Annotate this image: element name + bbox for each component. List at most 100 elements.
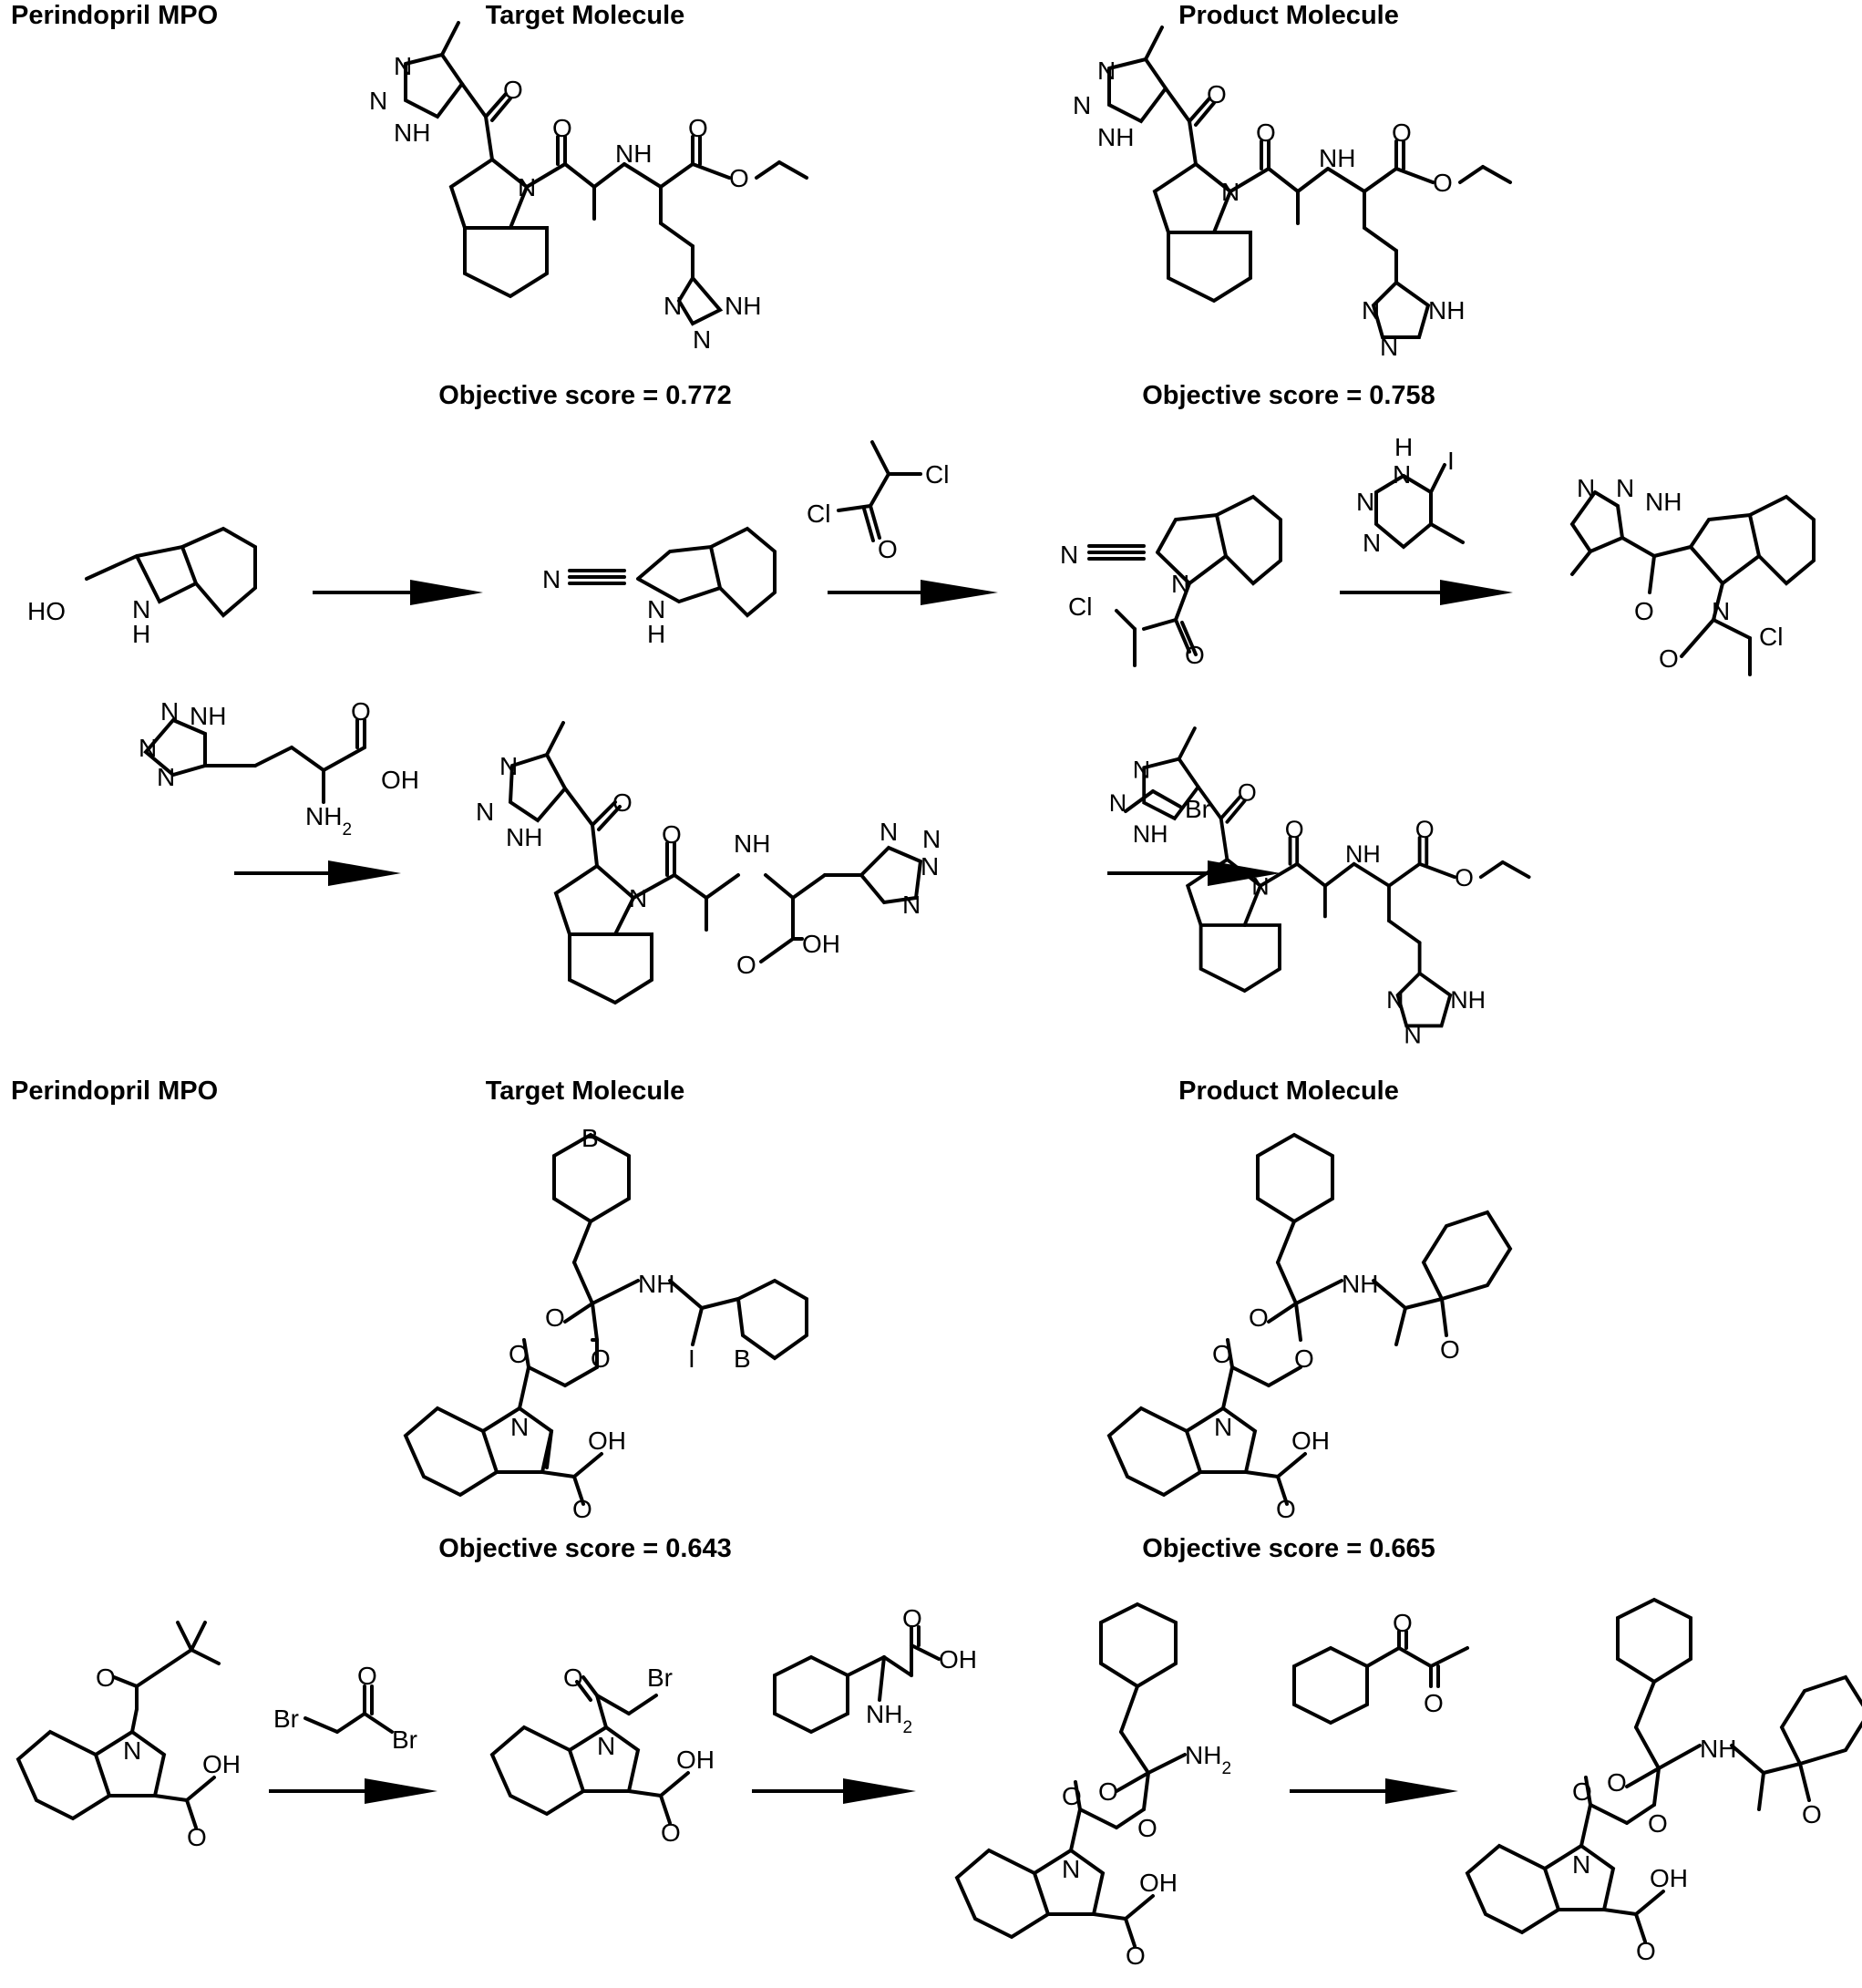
panel2-property-label: Perindopril MPO (11, 1076, 218, 1106)
atom-nh: NH (1097, 123, 1134, 151)
atom-n: N (1133, 757, 1150, 784)
atom-o: O (1433, 169, 1453, 197)
arrow (1290, 1778, 1458, 1804)
atom-n: N (1062, 1855, 1080, 1883)
atom-nh: N (902, 891, 921, 919)
atom-n: N (1221, 178, 1240, 206)
atom-oh: OH (939, 1645, 977, 1674)
atom-br: Br (392, 1725, 417, 1754)
atom-oh: OH (381, 766, 419, 794)
arrow (752, 1778, 916, 1804)
atom-o: O (1455, 864, 1474, 891)
panel1-route-step1: HO N H (27, 526, 257, 648)
atom-n: N (1362, 296, 1380, 324)
atom-o: O (1802, 1800, 1822, 1828)
reagent-phenylalanine: O OH NH2 (773, 1604, 977, 1737)
atom-nh: NH (638, 1270, 674, 1298)
atom-nh: NH (1319, 144, 1355, 172)
atom-o: O (1098, 1777, 1118, 1806)
atom-o: O (1648, 1809, 1668, 1838)
atom-o: O (545, 1303, 565, 1332)
atom-n: N (1380, 333, 1398, 361)
panel2-product-molecule: NH O O O O N OH O (1106, 1132, 1513, 1523)
atom-n: N (1572, 1850, 1590, 1879)
atom-o: O (612, 788, 633, 817)
atom-n: N (1386, 986, 1404, 1014)
atom-o: O (1249, 1303, 1269, 1332)
atom-n: N (922, 825, 941, 853)
atom-n: N (629, 884, 647, 912)
panel2-route-final-product: NH O O O O N OH O (1465, 1597, 1862, 1965)
atom-o: O (1238, 779, 1257, 807)
atom-o: O (1424, 1689, 1444, 1717)
atom-oh: OH (676, 1746, 715, 1774)
atom-n: N (664, 292, 682, 320)
panel1-target-molecule: N N NH O N O NH O O N NH N (369, 21, 808, 354)
atom-n: N (597, 1732, 615, 1760)
atom-nh: NH (1428, 296, 1465, 324)
panel1-route-final-product: N N NH O N O NH O O N NH N (1109, 726, 1531, 1049)
atom-o: O (503, 76, 523, 104)
reagent-phenylpropanedione: O O (1292, 1609, 1469, 1725)
atom-o: O (1062, 1782, 1082, 1810)
atom-o: O (357, 1662, 377, 1690)
reagent-ethyl-bromide: Br (1124, 789, 1210, 823)
arrow (234, 860, 401, 886)
atom-nh: NH (1342, 1270, 1378, 1298)
atom-o: O (509, 1340, 529, 1368)
atom-o: O (1636, 1937, 1656, 1965)
atom-n: N (1356, 488, 1374, 516)
atom-i: I (688, 1344, 695, 1373)
atom-oh: OH (588, 1427, 626, 1455)
panel2-target-score: Objective score = 0.643 (438, 1534, 732, 1563)
panel1-intermediate-acid: N N NH O N O NH O OH N N N N (476, 721, 941, 1005)
atom-n: N (542, 565, 561, 593)
atom-o: O (1137, 1814, 1157, 1842)
atom-n: N (139, 734, 157, 762)
atom-o: O (1212, 1340, 1232, 1368)
reagent-2-chloropropanoyl-chloride: Cl Cl O (807, 440, 949, 563)
atom-o: O (552, 114, 572, 142)
atom-nh: NH (734, 829, 770, 858)
atom-oh: OH (1650, 1864, 1688, 1892)
atom-o: O (1415, 816, 1435, 843)
atom-n: N (510, 1413, 529, 1441)
panel1-product-molecule: N N NH O N O NH O O N NH N (1073, 26, 1512, 361)
panel1-intermediate-triazolyl-ketone: N N NH O N O Cl (1569, 474, 1816, 676)
panel2-route-sm-boc: O N OH O (15, 1621, 241, 1851)
atom-n: N (499, 752, 518, 780)
atom-o: O (688, 114, 708, 142)
atom-o: O (1634, 597, 1654, 625)
atom-nh: NH (394, 118, 430, 147)
atom-nh: NH (506, 823, 542, 851)
atom-b: B (581, 1124, 599, 1152)
atom-n: N (921, 852, 939, 881)
atom-n: N (1616, 474, 1634, 502)
atom-nh: NH (1133, 820, 1168, 848)
atom-oh: OH (1139, 1869, 1178, 1897)
atom-n: N (1171, 570, 1189, 598)
atom-nh: NH (1450, 986, 1486, 1014)
atom-o: O (729, 164, 749, 192)
atom-o: O (1285, 816, 1304, 843)
atom-n: N (394, 52, 412, 80)
atom-i: I (1447, 447, 1455, 475)
atom-o: O (1256, 118, 1276, 147)
arrow (828, 580, 998, 605)
atom-o: O (1207, 80, 1227, 108)
atom-oh: OH (202, 1750, 241, 1778)
atom-o: O (1185, 641, 1205, 669)
atom-n: N (1097, 57, 1116, 85)
atom-nh: NH (1645, 488, 1682, 516)
panel1-property-label: Perindopril MPO (11, 1, 218, 30)
atom-n: N (123, 1736, 141, 1765)
atom-nh: NH (725, 292, 761, 320)
atom-n: N (1363, 529, 1381, 557)
atom-n: N (1712, 597, 1730, 625)
panel1-intermediate-chloroamide: N N Cl O (1060, 494, 1282, 669)
atom-br: Br (647, 1664, 673, 1692)
atom-o: O (1607, 1768, 1627, 1797)
atom-o: O (736, 951, 756, 979)
atom-o: O (662, 820, 682, 849)
